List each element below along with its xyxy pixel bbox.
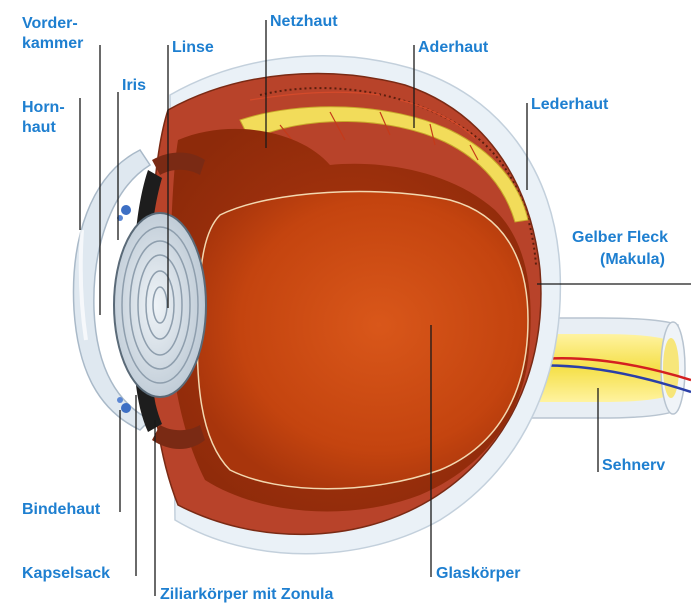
label-hornhaut-line1: Horn- (22, 98, 65, 117)
label-sehnerv: Sehnerv (602, 456, 665, 475)
label-netzhaut: Netzhaut (270, 12, 338, 31)
label-bindehaut: Bindehaut (22, 500, 100, 519)
label-vorderkammer-line1: Vorder- (22, 14, 78, 33)
label-iris: Iris (122, 76, 146, 95)
label-linse: Linse (172, 38, 214, 57)
label-gelber-fleck-line2: (Makula) (600, 250, 665, 269)
label-glaskoerper: Glaskörper (436, 564, 520, 583)
vitreous-body (197, 192, 528, 489)
lens (114, 213, 206, 397)
label-hornhaut-line2: haut (22, 118, 56, 137)
label-aderhaut: Aderhaut (418, 38, 488, 57)
label-ziliarkoerper: Ziliarkörper mit Zonula (160, 585, 333, 604)
label-vorderkammer-line2: kammer (22, 34, 83, 53)
label-kapselsack: Kapselsack (22, 564, 110, 583)
label-lederhaut: Lederhaut (531, 95, 608, 114)
label-gelber-fleck-line1: Gelber Fleck (572, 228, 668, 247)
